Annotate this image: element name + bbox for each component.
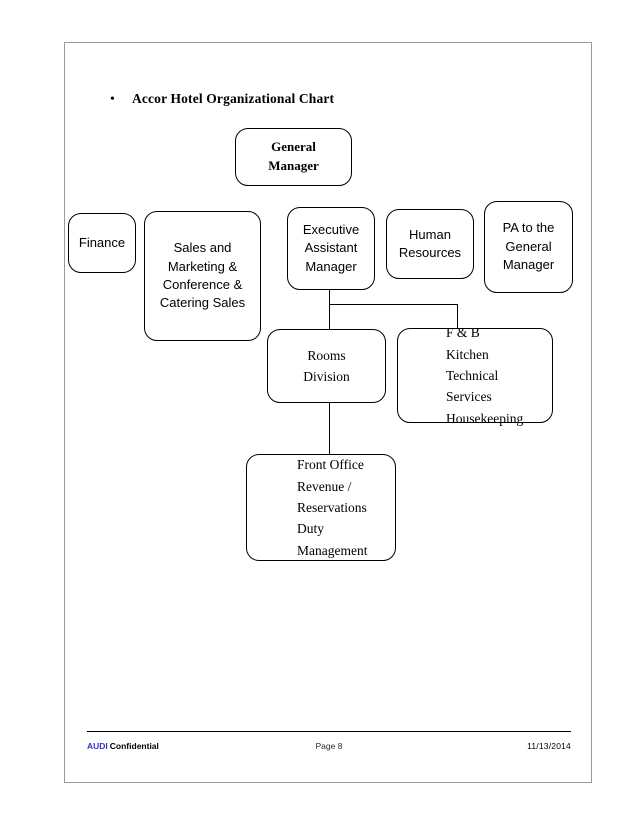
node-general-manager[interactable]: General Manager [235,128,352,186]
node-label: Human Resources [398,226,462,260]
document-page: • Accor Hotel Organizational Chart Gener… [64,42,592,783]
node-label: F & B Kitchen Technical Services Houseke… [446,325,524,426]
node-label: Executive Assistant Manager [302,221,360,274]
connector-eam-bus [329,304,458,306]
connector-rooms-drop [329,304,331,330]
node-human-resources[interactable]: Human Resources [386,209,474,279]
node-label: Front Office Revenue / Reservations Duty… [297,457,368,558]
connector-rooms-front [329,403,331,455]
heading-text: Accor Hotel Organizational Chart [132,91,335,106]
bullet-icon: • [110,92,115,107]
audi-brand-text: AUDI [87,741,108,751]
node-label: Sales and Marketing & Conference & Cater… [159,240,246,311]
page-title: • Accor Hotel Organizational Chart [110,91,550,107]
node-sales-marketing[interactable]: Sales and Marketing & Conference & Cater… [144,211,261,341]
node-label: PA to the General Manager [502,220,555,273]
node-food-and-beverage[interactable]: F & B Kitchen Technical Services Houseke… [397,325,553,426]
page-number: Page 8 [315,741,343,751]
node-pa-to-general-manager[interactable]: PA to the General Manager [484,201,573,293]
node-executive-assistant-manager[interactable]: Executive Assistant Manager [287,207,375,290]
org-chart: General Manager Finance Sales and Market… [65,43,593,784]
connector-eam-stem [329,290,331,305]
node-label: Rooms Division [303,347,350,384]
node-front-office[interactable]: Front Office Revenue / Reservations Duty… [246,454,396,561]
node-rooms-division[interactable]: Rooms Division [267,329,386,403]
node-finance[interactable]: Finance [68,213,136,273]
footer-date: 11/13/2014 [527,741,571,751]
confidential-text: Confidential [109,741,159,751]
node-label: Finance [78,234,126,250]
node-label: General Manager [268,139,319,173]
footer-divider [87,731,571,733]
connector-fnb-drop [457,304,459,329]
